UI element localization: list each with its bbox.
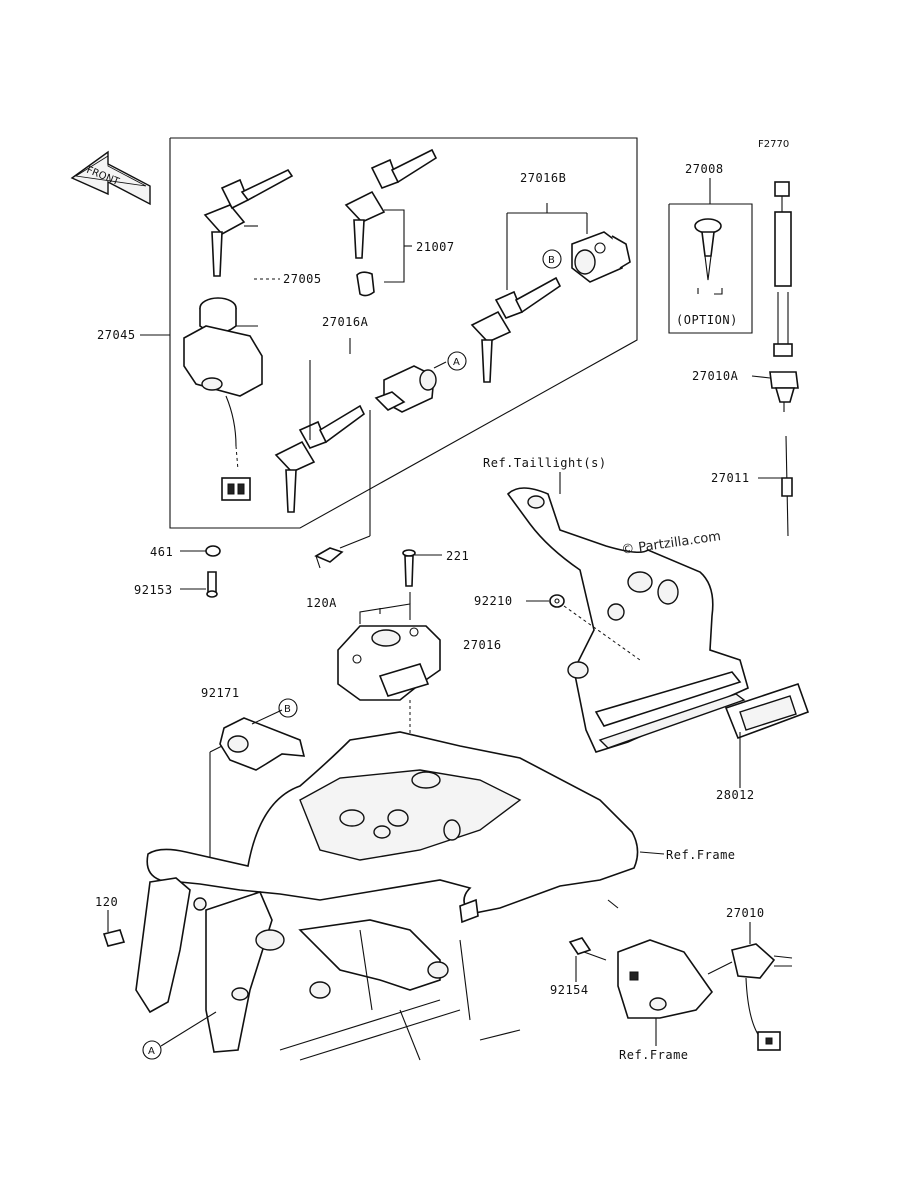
part-label-92153: 92153	[134, 583, 173, 597]
key-icon	[344, 148, 438, 297]
part-label-28012: 28012	[716, 788, 755, 802]
option-box	[668, 178, 753, 334]
svg-text:A: A	[148, 1046, 155, 1057]
part-label-27005: 27005	[283, 272, 322, 286]
part-label-120: 120	[95, 895, 118, 909]
callout-b: B	[542, 249, 562, 269]
part-label-92154: 92154	[550, 983, 589, 997]
ignition-switch-icon	[183, 297, 263, 501]
svg-text:A: A	[453, 357, 460, 368]
part-label-27045: 27045	[97, 328, 136, 342]
part-label-27016B: 27016B	[520, 171, 566, 185]
part-label-27011: 27011	[711, 471, 750, 485]
reflector-icon	[724, 682, 810, 788]
part-label-27010A: 27010A	[692, 369, 739, 383]
part-label-27016: 27016	[463, 638, 502, 652]
ref-frame-2: Ref.Frame	[619, 1048, 689, 1062]
callout-a: A	[447, 351, 467, 371]
bracket-icon	[209, 709, 306, 880]
ref-frame-1: Ref.Frame	[666, 848, 736, 862]
bolt-icon	[314, 547, 344, 569]
part-label-221: 221	[446, 549, 469, 563]
option-label: (OPTION)	[676, 313, 738, 327]
bolt-icon	[402, 549, 442, 587]
nut-icon	[526, 594, 641, 661]
part-label-92210: 92210	[474, 594, 513, 608]
callout-b: B	[278, 698, 298, 718]
key-icon	[470, 276, 562, 383]
taillight-bracket-icon	[506, 472, 749, 753]
watermark: © Partzilla.com	[620, 529, 721, 558]
lock-icon	[339, 361, 447, 549]
part-label-27016A: 27016A	[322, 315, 369, 329]
bolt-icon	[180, 571, 218, 598]
key-icon	[203, 168, 294, 277]
figure-code: F2770	[758, 139, 789, 150]
part-label-120A: 120A	[306, 596, 337, 610]
bracket-icon	[337, 592, 441, 764]
svg-text:B: B	[284, 704, 291, 715]
part-label-21007: 21007	[416, 240, 455, 254]
part-label-461: 461	[150, 545, 173, 559]
key-icon	[274, 360, 366, 513]
nut-icon	[180, 545, 221, 557]
part-label-27008: 27008	[685, 162, 724, 176]
harness-icon	[751, 181, 799, 537]
frame-icon	[135, 731, 665, 1061]
front-arrow-icon: FRONT	[70, 150, 151, 206]
part-label-92171: 92171	[201, 686, 240, 700]
bolt-icon	[102, 910, 126, 947]
lock-icon	[506, 203, 631, 290]
assembly-box	[140, 137, 638, 529]
callout-a: A	[142, 1011, 217, 1060]
part-label-27010: 27010	[726, 906, 765, 920]
ref-taillight: Ref.Taillight(s)	[483, 456, 607, 470]
switch-bracket-icon	[568, 922, 793, 1051]
svg-text:B: B	[548, 255, 555, 266]
